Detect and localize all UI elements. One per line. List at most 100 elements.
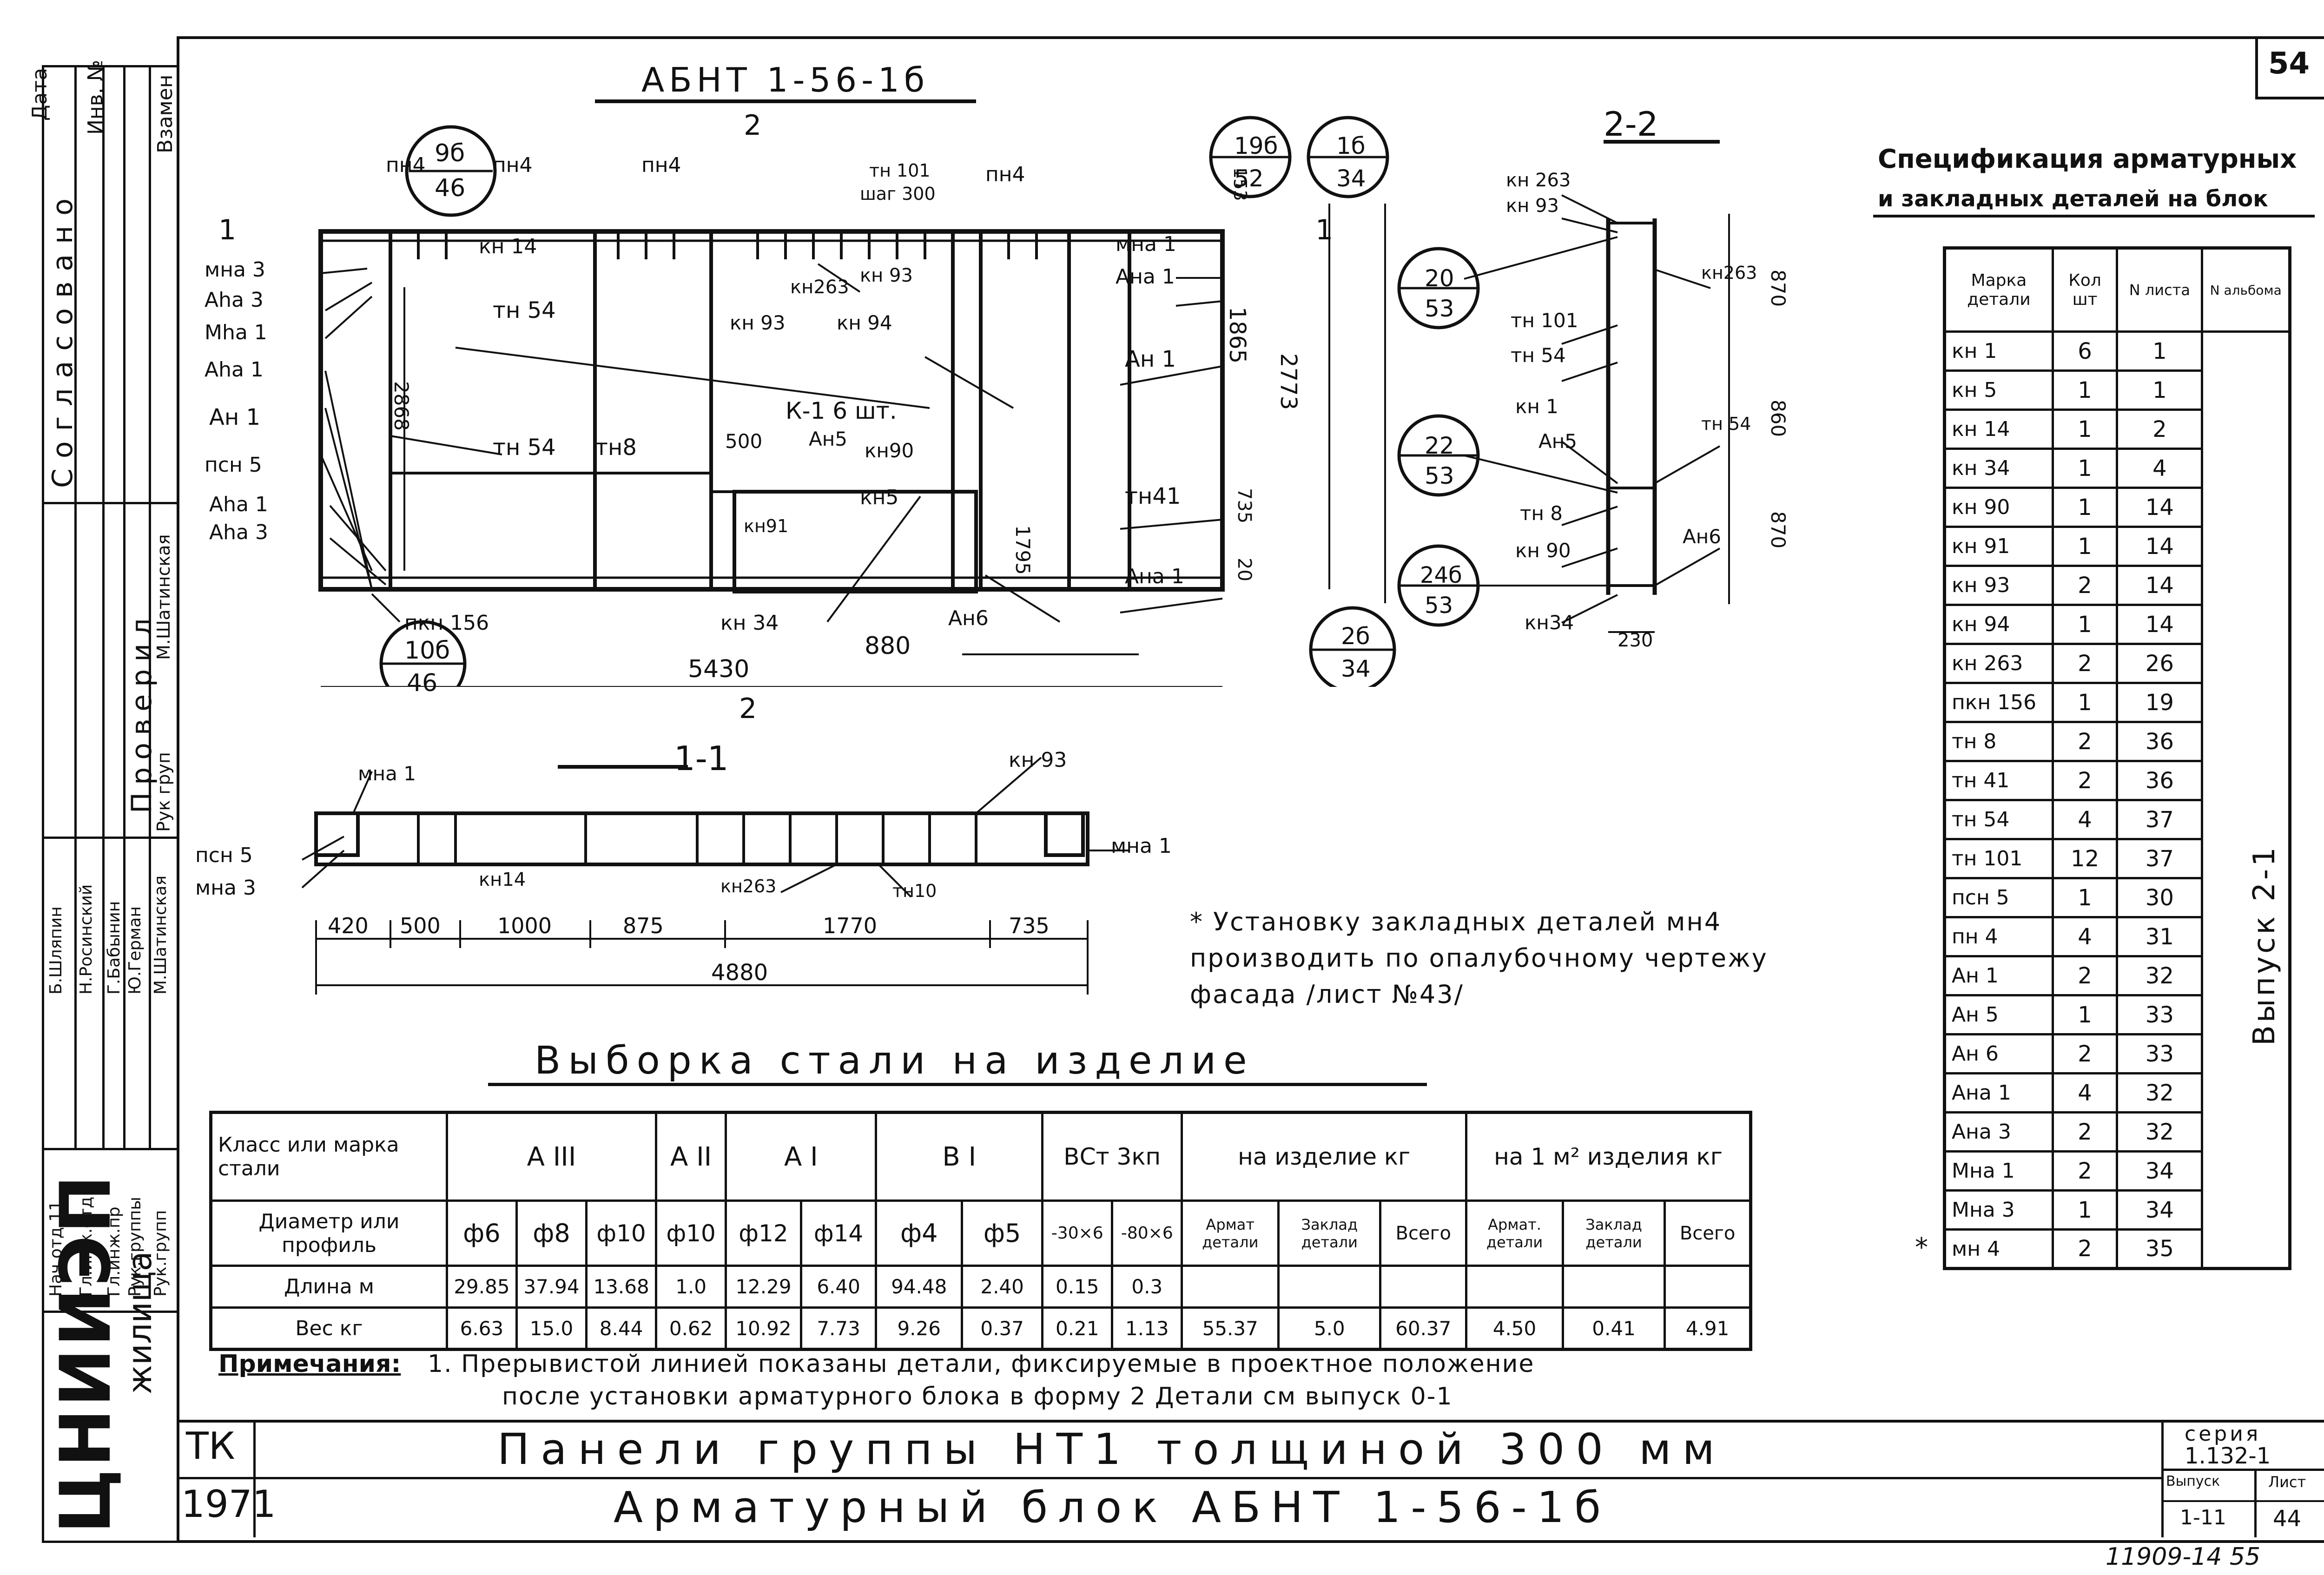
steel-prof-9: -80×6 — [1111, 1199, 1183, 1267]
steel-sub-5: Всего — [1664, 1199, 1752, 1267]
spec-mark: кн 93 — [1943, 565, 2054, 606]
steel-class-a1: А I — [725, 1111, 878, 1202]
left-stamp — [42, 65, 179, 1543]
lbl-500: 500 — [725, 430, 763, 453]
dim-2773: 2773 — [1275, 353, 1301, 410]
s11-mna1: мна 1 — [358, 762, 416, 785]
stamp-line — [42, 502, 177, 504]
spec-qty: 4 — [2051, 799, 2119, 840]
stamp-prov-name: М.Шатинская — [153, 534, 174, 660]
lbl-pn4-a: пн4 — [386, 153, 426, 177]
steel-empty — [1277, 1265, 1382, 1309]
lbl-psn5: псн 5 — [205, 453, 262, 477]
tb-seria: 1.132-1 — [2185, 1443, 2271, 1469]
spec-mark: Ан 5 — [1943, 994, 2054, 1035]
s22-kn263b: кн263 — [1701, 263, 1757, 283]
section-mark-2t: 2 — [744, 109, 762, 142]
spec-sheet: 1 — [2116, 330, 2204, 372]
drawing-frame — [177, 36, 2324, 1543]
stamp-prov-role: Рук груп — [153, 752, 174, 832]
s22-c22-bot: 53 — [1425, 462, 1454, 489]
stamp-line — [123, 65, 125, 1148]
lbl-ana1-r: Ана 1 — [1116, 265, 1175, 289]
steel-w-9: 1.13 — [1111, 1306, 1183, 1351]
spec-mark: мн 4 — [1943, 1228, 2054, 1270]
spec-mark: кн 5 — [1943, 369, 2054, 411]
spec-qty: 6 — [2051, 330, 2119, 372]
steel-sub-0: Армат детали — [1181, 1199, 1280, 1267]
dim-2868: 2868 — [390, 381, 413, 431]
stamp-line — [74, 65, 77, 1148]
steel-empty — [1181, 1265, 1280, 1309]
steel-w-15: 4.91 — [1664, 1306, 1752, 1351]
s11-mna3: мна 3 — [195, 876, 256, 900]
s22-tn54b: тн 54 — [1701, 414, 1751, 434]
spec-sheet: 30 — [2116, 877, 2204, 918]
title-block — [177, 1420, 2324, 1540]
steel-len-9: 0.3 — [1111, 1265, 1183, 1309]
steel-len-1: 37.94 — [515, 1265, 588, 1309]
spec-mark: кн 14 — [1943, 409, 2054, 450]
stamp-name-1: Н.Росинский — [77, 884, 96, 995]
spec-mark: тн 8 — [1943, 721, 2054, 762]
steel-h-length: Длина м — [210, 1265, 448, 1309]
spec-h-album: N альбома — [2201, 247, 2291, 333]
steel-len-3: 1.0 — [655, 1265, 727, 1309]
lbl-k1: К-1 6 шт. — [786, 397, 897, 424]
spec-sheet: 31 — [2116, 916, 2204, 957]
steel-w-6: 9.26 — [875, 1306, 964, 1351]
s22-c24-bot: 53 — [1425, 593, 1453, 619]
lbl-kn34: кн 34 — [720, 611, 779, 635]
steel-per-item: на изделие кг — [1181, 1111, 1468, 1202]
steel-len-5: 6.40 — [799, 1265, 878, 1309]
section-mark-2b: 2 — [739, 692, 757, 725]
steel-title: Выборка стали на изделие — [535, 1039, 1254, 1083]
spec-sheet: 35 — [2116, 1228, 2204, 1270]
steel-w-3: 0.62 — [655, 1306, 727, 1351]
s11-kn93: кн 93 — [1009, 748, 1067, 772]
steel-prof-2: ф10 — [585, 1199, 658, 1267]
steel-w-8: 0.21 — [1041, 1306, 1114, 1351]
spec-table: Марка детали Кол шт N листа N альбома кн… — [1943, 246, 2291, 1270]
section-mark-1l: 1 — [218, 214, 237, 246]
spec-qty: 2 — [2051, 565, 2119, 606]
spec-mark: тн 101 — [1943, 838, 2054, 879]
spec-sheet: 37 — [2116, 799, 2204, 840]
s11-dim-420: 420 — [328, 913, 369, 938]
steel-prof-5: ф14 — [799, 1199, 878, 1267]
s11-kn263: кн263 — [720, 876, 777, 896]
spec-mark: пн 4 — [1943, 916, 2054, 957]
spec-sheet: 34 — [2116, 1150, 2204, 1192]
spec-sheet: 32 — [2116, 1111, 2204, 1153]
steel-sub-3: Армат. детали — [1465, 1199, 1564, 1267]
spec-qty: 1 — [2051, 369, 2119, 411]
spec-qty: 1 — [2051, 487, 2119, 528]
spec-mark: кн 91 — [1943, 526, 2054, 567]
stamp-name-0: Б.Шляпин — [46, 906, 66, 995]
steel-class-b1: В I — [875, 1111, 1044, 1202]
spec-sheet: 36 — [2116, 760, 2204, 801]
stamp-line — [149, 65, 151, 1148]
stamp-line — [42, 837, 177, 839]
s22-an6: Ан6 — [1683, 525, 1721, 548]
org-logo: ЦНИИЭП — [46, 1173, 126, 1534]
spec-qty: 1 — [2051, 682, 2119, 723]
dim-880: 880 — [865, 632, 911, 660]
circle-2-bot: 34 — [1341, 655, 1371, 682]
spec-h-sheet: N листа — [2116, 247, 2204, 333]
spec-mark: псн 5 — [1943, 877, 2054, 918]
s11-psn5: псн 5 — [195, 844, 253, 867]
circle-19-bot: 52 — [1234, 165, 1264, 192]
dim-20: 20 — [1234, 558, 1255, 581]
steel-w-14: 0.41 — [1561, 1306, 1666, 1351]
stamp-inv: Инв. № — [84, 59, 107, 135]
s11-dim-1000: 1000 — [497, 913, 552, 938]
tb-vyp-label: Выпуск — [2166, 1473, 2220, 1489]
